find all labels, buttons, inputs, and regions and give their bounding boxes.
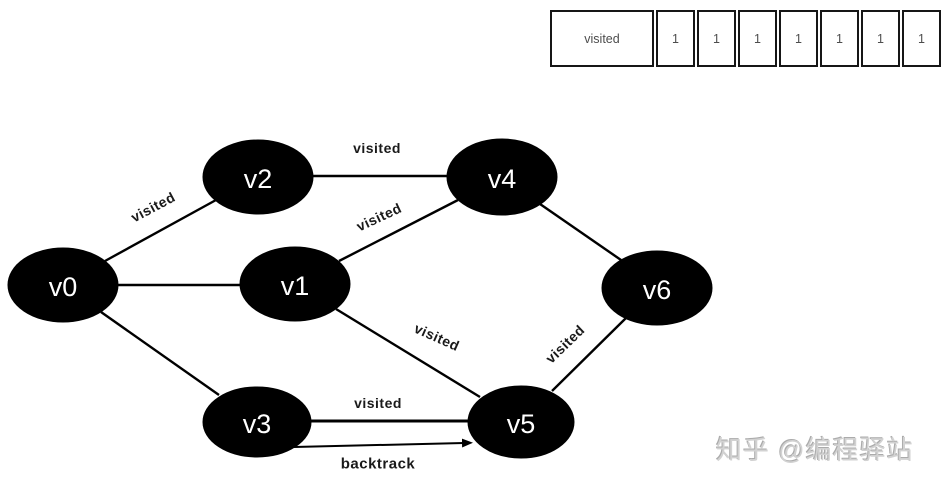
node-v3: v3 [202, 386, 312, 458]
edge-v0-v2 [104, 198, 217, 263]
node-v3-label: v3 [243, 409, 272, 439]
edge-label-v5-v6: visited [542, 322, 588, 367]
graph-nodes: v0 v1 v2 v3 v4 v5 [7, 138, 713, 459]
node-v2: v2 [202, 139, 314, 215]
visited-array-cell-1: 1 [697, 10, 736, 67]
visited-array-table: visited 1 1 1 1 1 1 1 [550, 10, 941, 67]
edge-v0-v3 [100, 311, 220, 396]
node-v6: v6 [601, 250, 713, 326]
visited-array-cell-2: 1 [738, 10, 777, 67]
node-v5-label: v5 [507, 409, 536, 439]
graph-edges [100, 174, 627, 448]
node-v0-label: v0 [49, 272, 78, 302]
watermark-zhihu: 知乎 @编程驿站 [716, 435, 914, 465]
edge-v5-v6 [551, 317, 627, 392]
edge-v4-v6 [539, 203, 622, 261]
edge-label-backtrack: backtrack [341, 456, 416, 473]
edge-v1-v4 [338, 198, 459, 263]
visited-array-cell-6: 1 [902, 10, 941, 67]
edge-v1-v5 [335, 307, 481, 399]
node-v4-label: v4 [488, 164, 517, 194]
node-v6-label: v6 [643, 275, 672, 305]
visited-array-cell-3: 1 [779, 10, 818, 67]
visited-array-label-cell: visited [550, 10, 654, 67]
edge-label-v1-v4: visited [354, 200, 404, 235]
visited-array-cell-0: 1 [656, 10, 695, 67]
visited-array-cell-4: 1 [820, 10, 859, 67]
visited-array-cell-5: 1 [861, 10, 900, 67]
edge-label-v1-v5: visited [412, 320, 462, 354]
node-v1: v1 [239, 246, 351, 322]
node-v2-label: v2 [244, 164, 273, 194]
node-v5: v5 [467, 385, 575, 459]
edge-label-v0-v2: visited [128, 189, 178, 226]
node-v4: v4 [446, 138, 558, 216]
edge-label-v2-v4: visited [353, 140, 401, 156]
node-v1-label: v1 [281, 271, 310, 301]
node-v0: v0 [7, 247, 119, 323]
edge-v3-v5-backtrack-arrow [293, 438, 473, 448]
edge-label-v3-v5: visited [354, 395, 402, 411]
